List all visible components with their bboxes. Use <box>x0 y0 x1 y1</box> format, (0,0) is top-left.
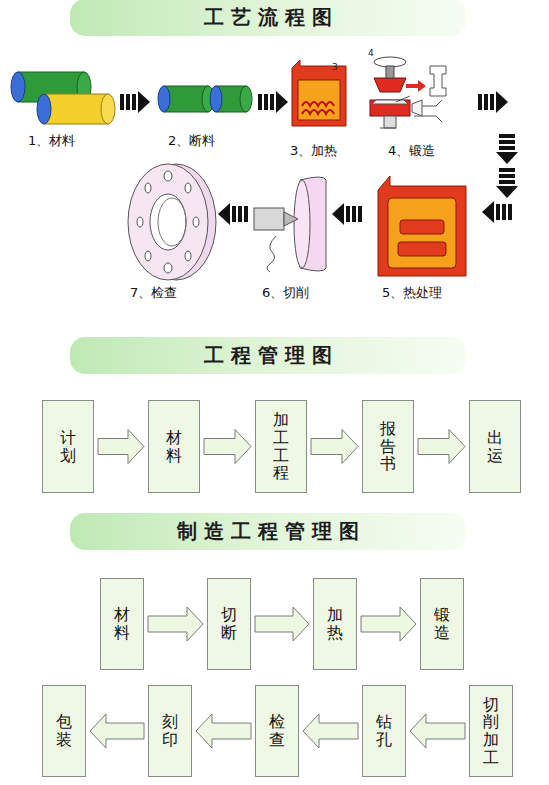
flow-arrow <box>218 203 248 225</box>
header-text: 工 程 管 理 图 <box>204 342 332 369</box>
header-text: 工 艺 流 程 图 <box>204 4 332 31</box>
step-label: 2、断料 <box>168 132 215 150</box>
flow-arrow <box>120 91 150 113</box>
step-label: 4、锻造 <box>388 142 435 160</box>
process-box: 检查 <box>255 685 299 777</box>
process-box: 钻孔 <box>362 685 406 777</box>
step-text: 材料 <box>166 429 182 464</box>
process-box: 切削加工 <box>469 685 513 777</box>
section-header: 工 艺 流 程 图 <box>70 0 466 36</box>
flow-arrow <box>418 430 465 464</box>
process-box: 包装 <box>42 685 86 777</box>
process-box: 加工工程 <box>255 400 307 493</box>
step-text: 切削加工 <box>483 696 499 766</box>
flow-arrow <box>482 201 512 223</box>
flow-arrow <box>332 203 362 225</box>
finished-flange <box>128 164 216 280</box>
step-label: 6、切削 <box>262 284 309 302</box>
callout-number: 3 <box>332 62 338 72</box>
flow-arrow <box>496 134 518 164</box>
step-label: 5、热处理 <box>382 284 442 302</box>
step-text: 材料 <box>114 606 130 641</box>
step-label: 1、材料 <box>28 132 75 150</box>
step-label: 7、检查 <box>130 284 177 302</box>
section-header: 制 造 工 程 管 理 图 <box>70 513 466 550</box>
step-text: 出运 <box>487 429 503 464</box>
flow-arrow <box>410 714 465 748</box>
heat-treatment-furnace <box>378 176 466 276</box>
section-header: 工 程 管 理 图 <box>70 337 466 374</box>
flow-arrow <box>496 168 518 198</box>
step-text: 锻造 <box>434 606 450 641</box>
step-text: 包装 <box>56 713 72 748</box>
header-text: 制 造 工 程 管 理 图 <box>177 518 359 545</box>
flow-arrow <box>258 91 288 113</box>
step-text: 加热 <box>327 606 343 641</box>
process-box: 材料 <box>100 578 144 670</box>
step-label: 3、加热 <box>290 142 337 160</box>
callout-number: 4 <box>368 48 374 58</box>
flow-arrow <box>311 430 358 464</box>
flow-arrow <box>478 91 508 113</box>
step-text: 报告书 <box>380 420 396 473</box>
step-text: 刻印 <box>162 713 178 748</box>
process-box: 计划 <box>42 400 94 493</box>
cut-bars <box>158 86 252 112</box>
flow-arrow <box>204 430 251 464</box>
flow-arrow <box>98 430 144 464</box>
step-text: 加工工程 <box>273 411 289 481</box>
flow-arrow <box>196 714 251 748</box>
lathe-cutting <box>254 177 326 272</box>
heating-furnace <box>292 60 346 126</box>
flow-arrow <box>90 714 144 748</box>
process-box: 加热 <box>313 578 357 670</box>
forging-die <box>370 57 446 128</box>
step-text: 切断 <box>221 606 237 641</box>
process-box: 刻印 <box>148 685 192 777</box>
flow-arrow <box>303 714 358 748</box>
process-box: 切断 <box>207 578 251 670</box>
flow-arrow <box>361 607 416 641</box>
process-box: 锻造 <box>420 578 464 670</box>
process-box: 出运 <box>469 400 521 493</box>
flow-arrow <box>255 607 309 641</box>
process-box: 报告书 <box>362 400 414 493</box>
step-text: 计划 <box>60 429 76 464</box>
flow-arrow <box>148 607 203 641</box>
step-text: 检查 <box>269 713 285 748</box>
step-text: 钻孔 <box>376 713 392 748</box>
material-bars <box>11 72 115 124</box>
process-box: 材料 <box>148 400 200 493</box>
